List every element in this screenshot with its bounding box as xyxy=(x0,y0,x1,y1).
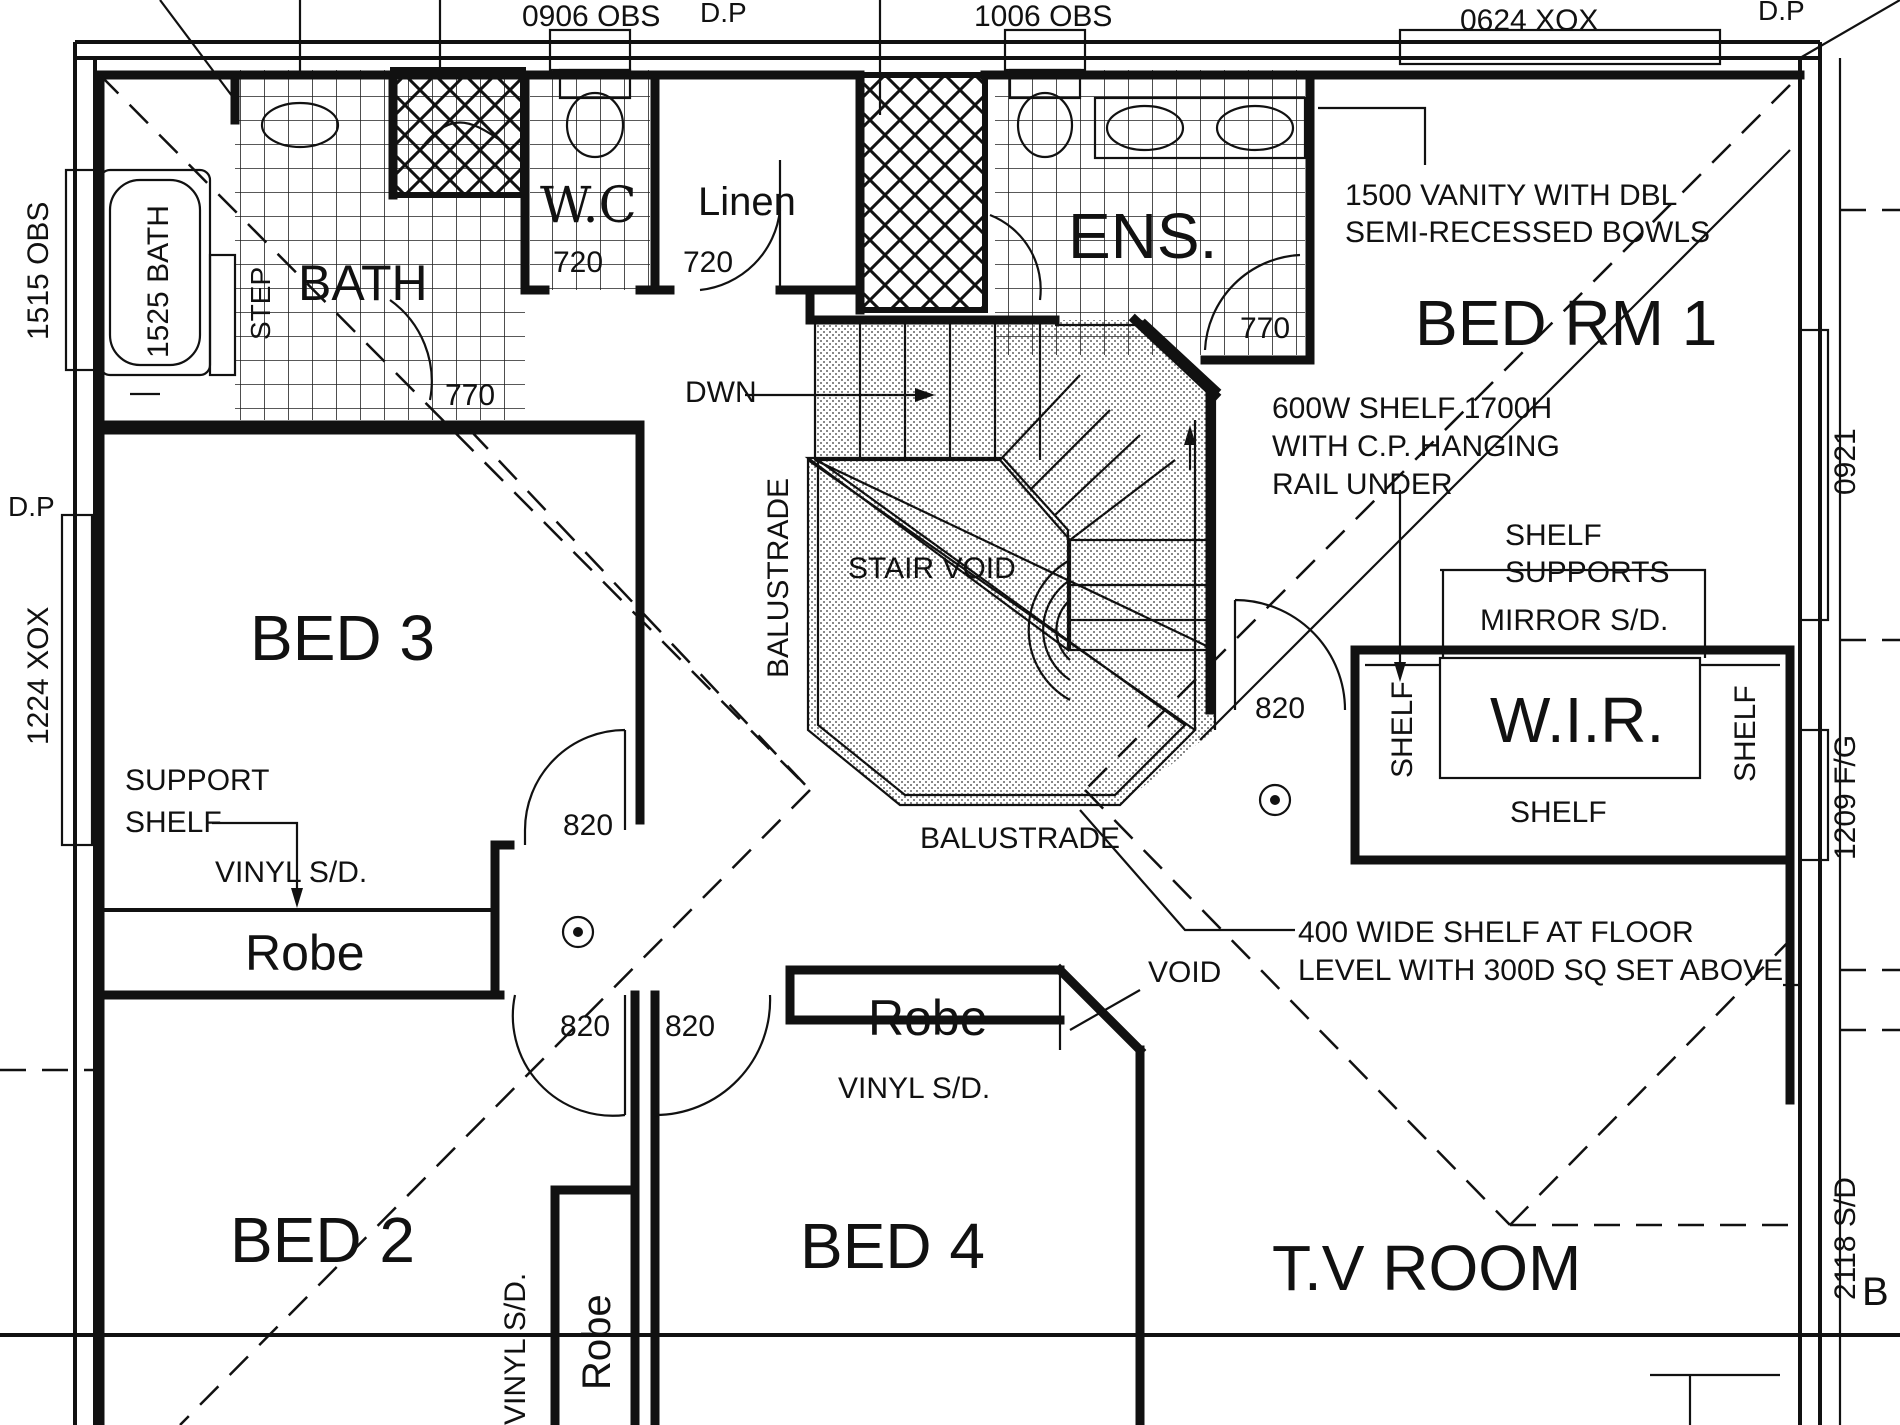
doors xyxy=(511,209,1347,1117)
window-top-mid xyxy=(1003,28,1087,72)
shower-base xyxy=(390,67,526,198)
note-text: SEMI-RECESSED BOWLS xyxy=(1345,216,1710,249)
note-text: BALUSTRADE xyxy=(920,822,1120,855)
room-label-wc: W.C xyxy=(540,176,637,234)
door-size-label: 720 xyxy=(553,246,603,279)
ensuite-basin-1 xyxy=(1105,104,1185,152)
smoke-detector-icon xyxy=(561,915,595,949)
door-size-label: 720 xyxy=(683,246,733,279)
room-label-bed-3: BED 3 xyxy=(250,602,435,674)
ensuite xyxy=(857,68,1307,355)
note-text: VOID xyxy=(1148,956,1221,989)
note-text: 400 WIDE SHELF AT FLOOR xyxy=(1298,916,1694,949)
room-label-bed-2: BED 2 xyxy=(230,1204,415,1276)
room-label-linen: Linen xyxy=(698,180,796,224)
room-label-bath: BATH xyxy=(298,255,428,311)
window-label: 0906 OBS xyxy=(522,0,660,33)
interior-walls xyxy=(95,70,1805,1425)
note-text: SUPPORT xyxy=(125,764,269,797)
window-left-top xyxy=(64,168,98,372)
bathroom xyxy=(98,67,526,420)
downpipe-label: D.P xyxy=(1758,0,1805,26)
ceiling-diagonals xyxy=(99,74,1801,1425)
room-label-wir: W.I.R. xyxy=(1490,684,1664,756)
note-text: SHELF xyxy=(1729,685,1762,782)
robe-label: Robe xyxy=(575,1294,619,1390)
door-size-label: 770 xyxy=(445,379,495,412)
window-top-right xyxy=(1398,28,1722,66)
note-text: VINYL S/D. xyxy=(499,1273,532,1425)
stair-void-label: STAIR VOID xyxy=(848,552,1016,585)
leader-lines xyxy=(130,106,1800,1425)
robe-label: Robe xyxy=(868,990,988,1046)
room-label-bed-4: BED 4 xyxy=(800,1210,985,1282)
window-label: 1515 OBS xyxy=(22,202,55,340)
downpipe-label: D.P xyxy=(8,491,55,522)
note-text: 600W SHELF 1700H xyxy=(1272,392,1552,425)
note-text: DWN xyxy=(685,376,757,409)
ensuite-basin-2 xyxy=(1215,104,1295,152)
window-label: 1006 OBS xyxy=(974,0,1112,33)
toilet xyxy=(565,91,625,159)
window-label: 2118 S/D xyxy=(1829,1177,1862,1300)
room-label-bed-1: BED RM 1 xyxy=(1415,287,1717,359)
door-size-label: 820 xyxy=(563,809,613,842)
window-right-mid xyxy=(1798,728,1830,862)
note-text: B xyxy=(1862,1270,1889,1314)
door-size-label: 820 xyxy=(1255,692,1305,725)
robe-label: Robe xyxy=(245,925,365,981)
note-text: MIRROR S/D. xyxy=(1480,604,1668,637)
door-size-label: 820 xyxy=(665,1010,715,1043)
window-label: 0921 xyxy=(1829,428,1862,495)
ensuite-toilet xyxy=(1016,91,1074,159)
window-label: 1224 XOX xyxy=(22,607,55,745)
note-text: WITH C.P. HANGING xyxy=(1272,430,1560,463)
window-label: 1209 F/G xyxy=(1829,735,1862,860)
room-label-ensuite: ENS. xyxy=(1068,200,1217,272)
step-label: STEP xyxy=(245,267,276,340)
staircase xyxy=(745,318,1222,807)
room-label-tv-room: T.V ROOM xyxy=(1272,1232,1581,1304)
smoke-detector-icon xyxy=(1258,783,1292,817)
door-size-label: 770 xyxy=(1240,312,1290,345)
window-top-left xyxy=(548,28,632,72)
note-text: SHELF xyxy=(125,806,222,839)
note-text: LEVEL WITH 300D SQ SET ABOVE xyxy=(1298,954,1783,987)
note-text: VINYL S/D. xyxy=(215,856,367,889)
note-text: SHELF xyxy=(1510,796,1607,829)
note-text: SHELF xyxy=(1505,519,1602,552)
note-text: BALUSTRADE xyxy=(762,478,795,678)
basin xyxy=(260,101,340,149)
window-label: 0624 XOX xyxy=(1460,4,1598,37)
window-right-top xyxy=(1798,328,1830,622)
door-size-label: 820 xyxy=(560,1010,610,1043)
bathtub-label: 1525 BATH xyxy=(142,205,175,358)
window-left-mid xyxy=(60,513,94,847)
note-text: SUPPORTS xyxy=(1505,556,1670,589)
downpipe-label: D.P xyxy=(700,0,747,28)
note-text: SHELF xyxy=(1386,681,1419,778)
note-text: 1500 VANITY WITH DBL xyxy=(1345,179,1677,212)
note-text: RAIL UNDER xyxy=(1272,468,1453,501)
wc xyxy=(530,68,650,290)
note-text: VINYL S/D. xyxy=(838,1072,990,1105)
